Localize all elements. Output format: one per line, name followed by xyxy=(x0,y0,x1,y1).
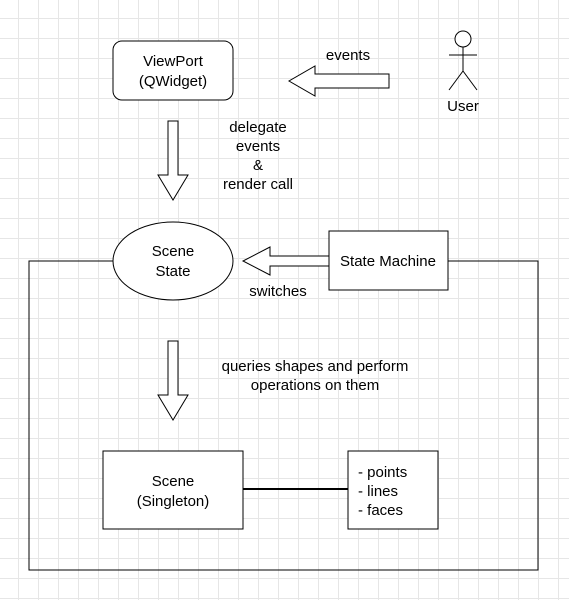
viewport-subtitle: (QWidget) xyxy=(139,73,207,90)
contents-item-faces: - faces xyxy=(358,502,403,519)
user-head-icon xyxy=(454,30,472,48)
contents-item-lines: - lines xyxy=(358,483,398,500)
scene-subtitle: (Singleton) xyxy=(137,493,210,510)
queries-label-line2: operations on them xyxy=(251,377,379,394)
scene-contents-node[interactable]: - points - lines - faces xyxy=(347,450,439,530)
scene-node[interactable]: Scene (Singleton) xyxy=(102,450,244,530)
scene-state-title: Scene xyxy=(152,243,195,260)
delegate-label-line3: & xyxy=(253,157,263,174)
delegate-label-line1: delegate xyxy=(229,119,287,136)
viewport-node[interactable]: ViewPort (QWidget) xyxy=(112,40,234,101)
switches-label: switches xyxy=(249,283,307,300)
queries-label-line1: queries shapes and perform xyxy=(222,358,409,375)
delegate-label-line4: render call xyxy=(223,176,293,193)
user-label: User xyxy=(447,98,479,115)
state-machine-label: State Machine xyxy=(340,253,436,270)
switches-arrow xyxy=(241,246,330,276)
delegate-arrow xyxy=(157,120,189,201)
user-actor[interactable] xyxy=(448,30,478,91)
contents-item-points: - points xyxy=(358,464,407,481)
queries-arrow xyxy=(157,340,189,421)
scene-state-node[interactable]: Scene State xyxy=(112,221,234,301)
viewport-title: ViewPort xyxy=(143,53,204,70)
events-arrow xyxy=(287,65,390,97)
delegate-label-line2: events xyxy=(236,138,280,155)
events-label: events xyxy=(326,47,370,64)
scene-state-subtitle: State xyxy=(155,263,190,280)
scene-title: Scene xyxy=(152,473,195,490)
state-machine-node[interactable]: State Machine xyxy=(328,230,449,291)
outer-container xyxy=(28,260,539,571)
